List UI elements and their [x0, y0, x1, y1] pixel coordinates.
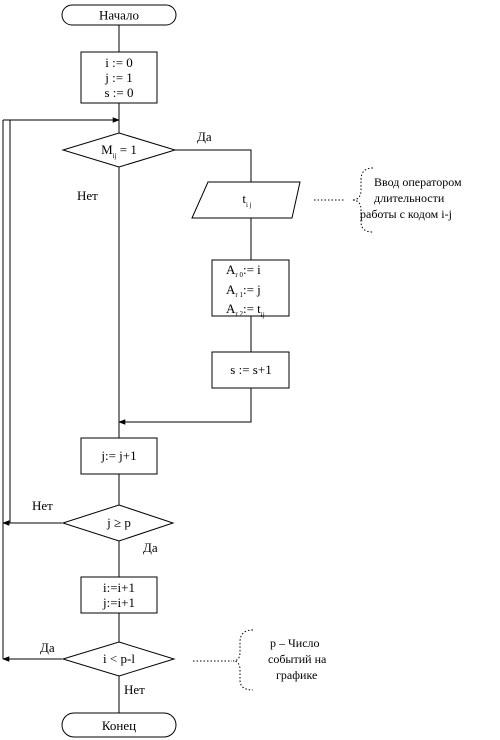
- start-terminal: [61, 4, 177, 26]
- increment-i-line-2: j:=i+1: [102, 595, 135, 610]
- init-line-2: j := 1: [104, 70, 133, 85]
- note-p-line-1: p – Число: [270, 636, 320, 650]
- connector-cond1-yes: [175, 149, 252, 182]
- assign-line-3: Ar 2:= tij: [226, 301, 265, 319]
- init-process: [80, 51, 158, 104]
- start-label: Начало: [99, 8, 139, 23]
- input-tij-parallelogram: [191, 181, 301, 219]
- connector-incs-merge: [118, 388, 252, 425]
- note-input-line-2: длительности: [374, 191, 445, 205]
- end-terminal: [61, 712, 177, 738]
- init-line-1: i := 0: [105, 55, 133, 70]
- note-p-line-2: событий на: [268, 652, 327, 666]
- condition-j-ge-p-no-label: Нет: [32, 498, 53, 513]
- increment-j-text: j:= j+1: [100, 448, 136, 463]
- init-line-3: s := 0: [104, 85, 133, 100]
- assign-line-1: Ar 0:= i: [226, 262, 261, 279]
- increment-s-text: s := s+1: [230, 362, 271, 377]
- condition-mij-no-label: Нет: [77, 188, 98, 203]
- condition-mij-decision: [61, 132, 177, 168]
- input-tij-text: ti j: [242, 191, 251, 209]
- assign-line-2: Ar 1:= j: [226, 282, 261, 299]
- increment-i-process: [80, 576, 158, 614]
- note-p-line-3: графике: [276, 668, 317, 682]
- condition-i-lt-p-yes-label: Да: [40, 640, 55, 655]
- connectors: [2, 25, 252, 713]
- note-input-line-1: Ввод оператором: [374, 175, 462, 189]
- assign-process: [211, 259, 290, 317]
- increment-j-process: [80, 437, 158, 475]
- end-label: Конец: [102, 718, 136, 733]
- increment-i-line-1: i:=i+1: [103, 580, 135, 595]
- condition-mij-yes-label: Да: [197, 129, 212, 144]
- increment-s-process: [211, 351, 290, 389]
- condition-j-ge-p-yes-label: Да: [143, 540, 158, 555]
- condition-i-lt-p-decision: [61, 641, 176, 677]
- note-input-brace: [351, 167, 374, 233]
- condition-i-lt-p-no-label: Нет: [124, 682, 145, 697]
- condition-mij-text: Mij = 1: [101, 142, 137, 160]
- note-p-brace: [232, 629, 254, 691]
- note-input-line-3: работы с кодом i-j: [360, 207, 452, 221]
- condition-j-ge-p-decision: [61, 504, 175, 542]
- condition-i-lt-p-text: i < p-l: [103, 651, 135, 666]
- condition-j-ge-p-text: j ≥ p: [106, 515, 131, 530]
